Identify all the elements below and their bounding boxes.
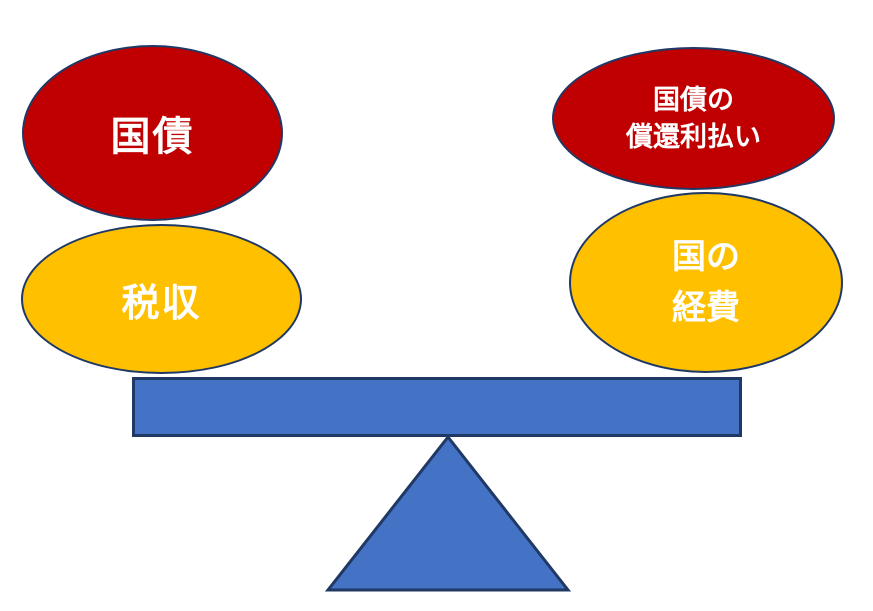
national-expenses-ellipse: 国の 経費 — [569, 192, 843, 373]
debt-repayment-label: 国債の 償還利払い — [626, 85, 761, 152]
debt-label: 国債 — [110, 115, 195, 159]
debt-repayment-ellipse: 国債の 償還利払い — [552, 47, 835, 190]
tax-revenue-ellipse: 税収 — [21, 224, 302, 374]
fulcrum-triangle-shape — [324, 434, 572, 592]
fulcrum-triangle — [324, 434, 572, 592]
tax-revenue-label: 税収 — [121, 282, 202, 325]
balance-beam — [132, 377, 742, 437]
national-expenses-label: 国の 経費 — [672, 237, 740, 327]
debt-ellipse: 国債 — [22, 45, 283, 221]
